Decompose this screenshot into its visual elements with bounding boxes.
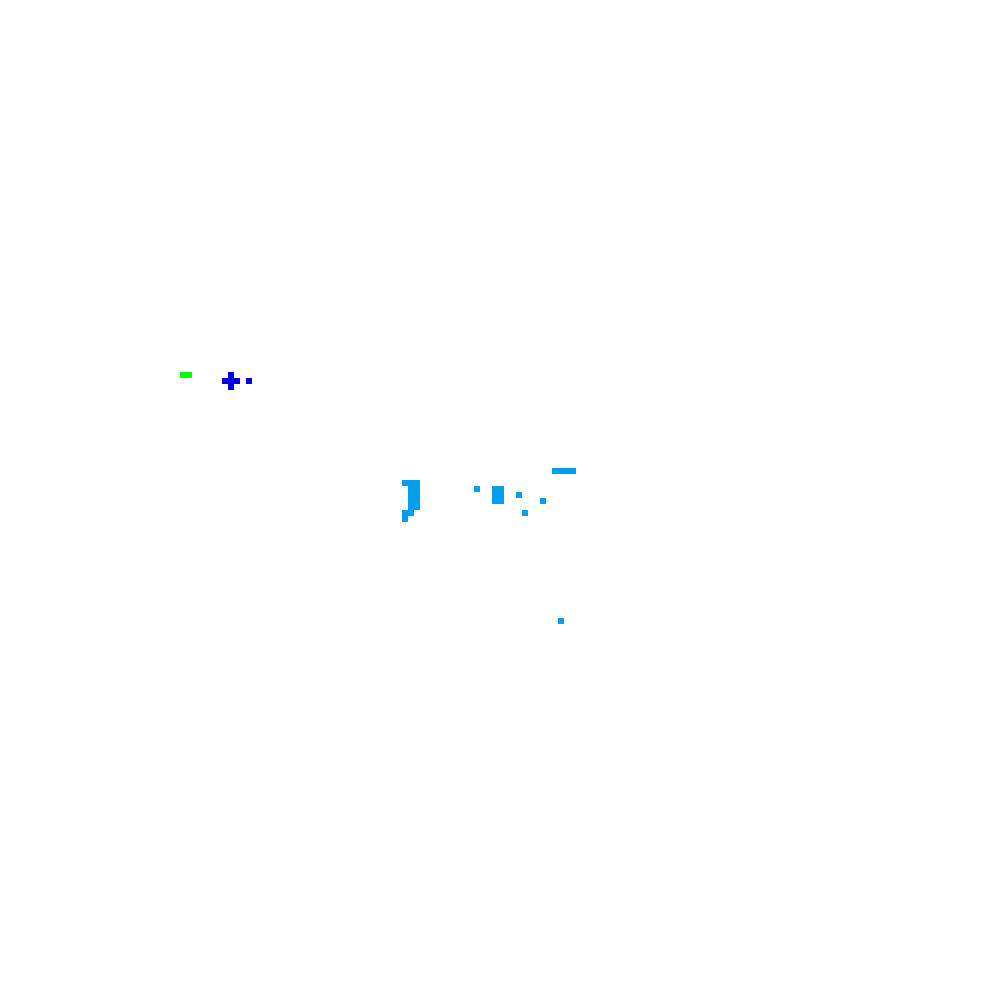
food-pellet-cell (180, 372, 186, 378)
cyan-cluster-bar-cell (564, 468, 570, 474)
cyan-cluster-block-cell (522, 510, 528, 516)
cyan-cluster-bar-cell (558, 468, 564, 474)
cyan-cluster-hook-cell (408, 480, 414, 486)
cyan-cluster-hook-cell (408, 498, 414, 504)
cyan-cluster-block (474, 486, 546, 516)
cyan-cluster-bar-cell (552, 468, 558, 474)
cyan-cluster-block-cell (540, 498, 546, 504)
cyan-cluster-block-cell (516, 492, 522, 498)
player-snake-cell (246, 378, 252, 384)
food-pellet-cell (186, 372, 192, 378)
cyan-cluster-hook-cell (414, 486, 420, 492)
player-snake-cell (228, 378, 234, 384)
player-snake-cell (234, 378, 240, 384)
cyan-cluster-hook-cell (408, 486, 414, 492)
player-snake (222, 372, 252, 390)
cyan-cluster-hook-cell (408, 510, 414, 516)
cyan-stray-dot (558, 618, 564, 624)
cyan-cluster-hook-cell (402, 480, 408, 486)
cyan-cluster-block-cell (498, 498, 504, 504)
cyan-cluster-hook-cell (408, 492, 414, 498)
food-pellet (180, 372, 192, 378)
player-snake-cell (222, 378, 228, 384)
cyan-cluster-hook-cell (402, 510, 408, 516)
cyan-cluster-hook-cell (402, 516, 408, 522)
cyan-cluster-hook-cell (408, 504, 414, 510)
cyan-stray-dot-cell (558, 618, 564, 624)
player-snake-cell (228, 372, 234, 378)
cyan-cluster-hook-cell (414, 504, 420, 510)
cyan-cluster-hook-cell (414, 480, 420, 486)
cyan-cluster-block-cell (474, 486, 480, 492)
cyan-cluster-block-cell (498, 492, 504, 498)
cyan-cluster-bar-cell (570, 468, 576, 474)
cyan-cluster-bar (552, 468, 576, 474)
cyan-cluster-block-cell (498, 486, 504, 492)
player-snake-cell (228, 384, 234, 390)
cyan-cluster-hook (402, 480, 420, 522)
cyan-cluster-block-cell (492, 486, 498, 492)
cyan-cluster-block-cell (492, 492, 498, 498)
cyan-cluster-hook-cell (414, 498, 420, 504)
cyan-cluster-block-cell (492, 498, 498, 504)
cyan-cluster-hook-cell (414, 492, 420, 498)
